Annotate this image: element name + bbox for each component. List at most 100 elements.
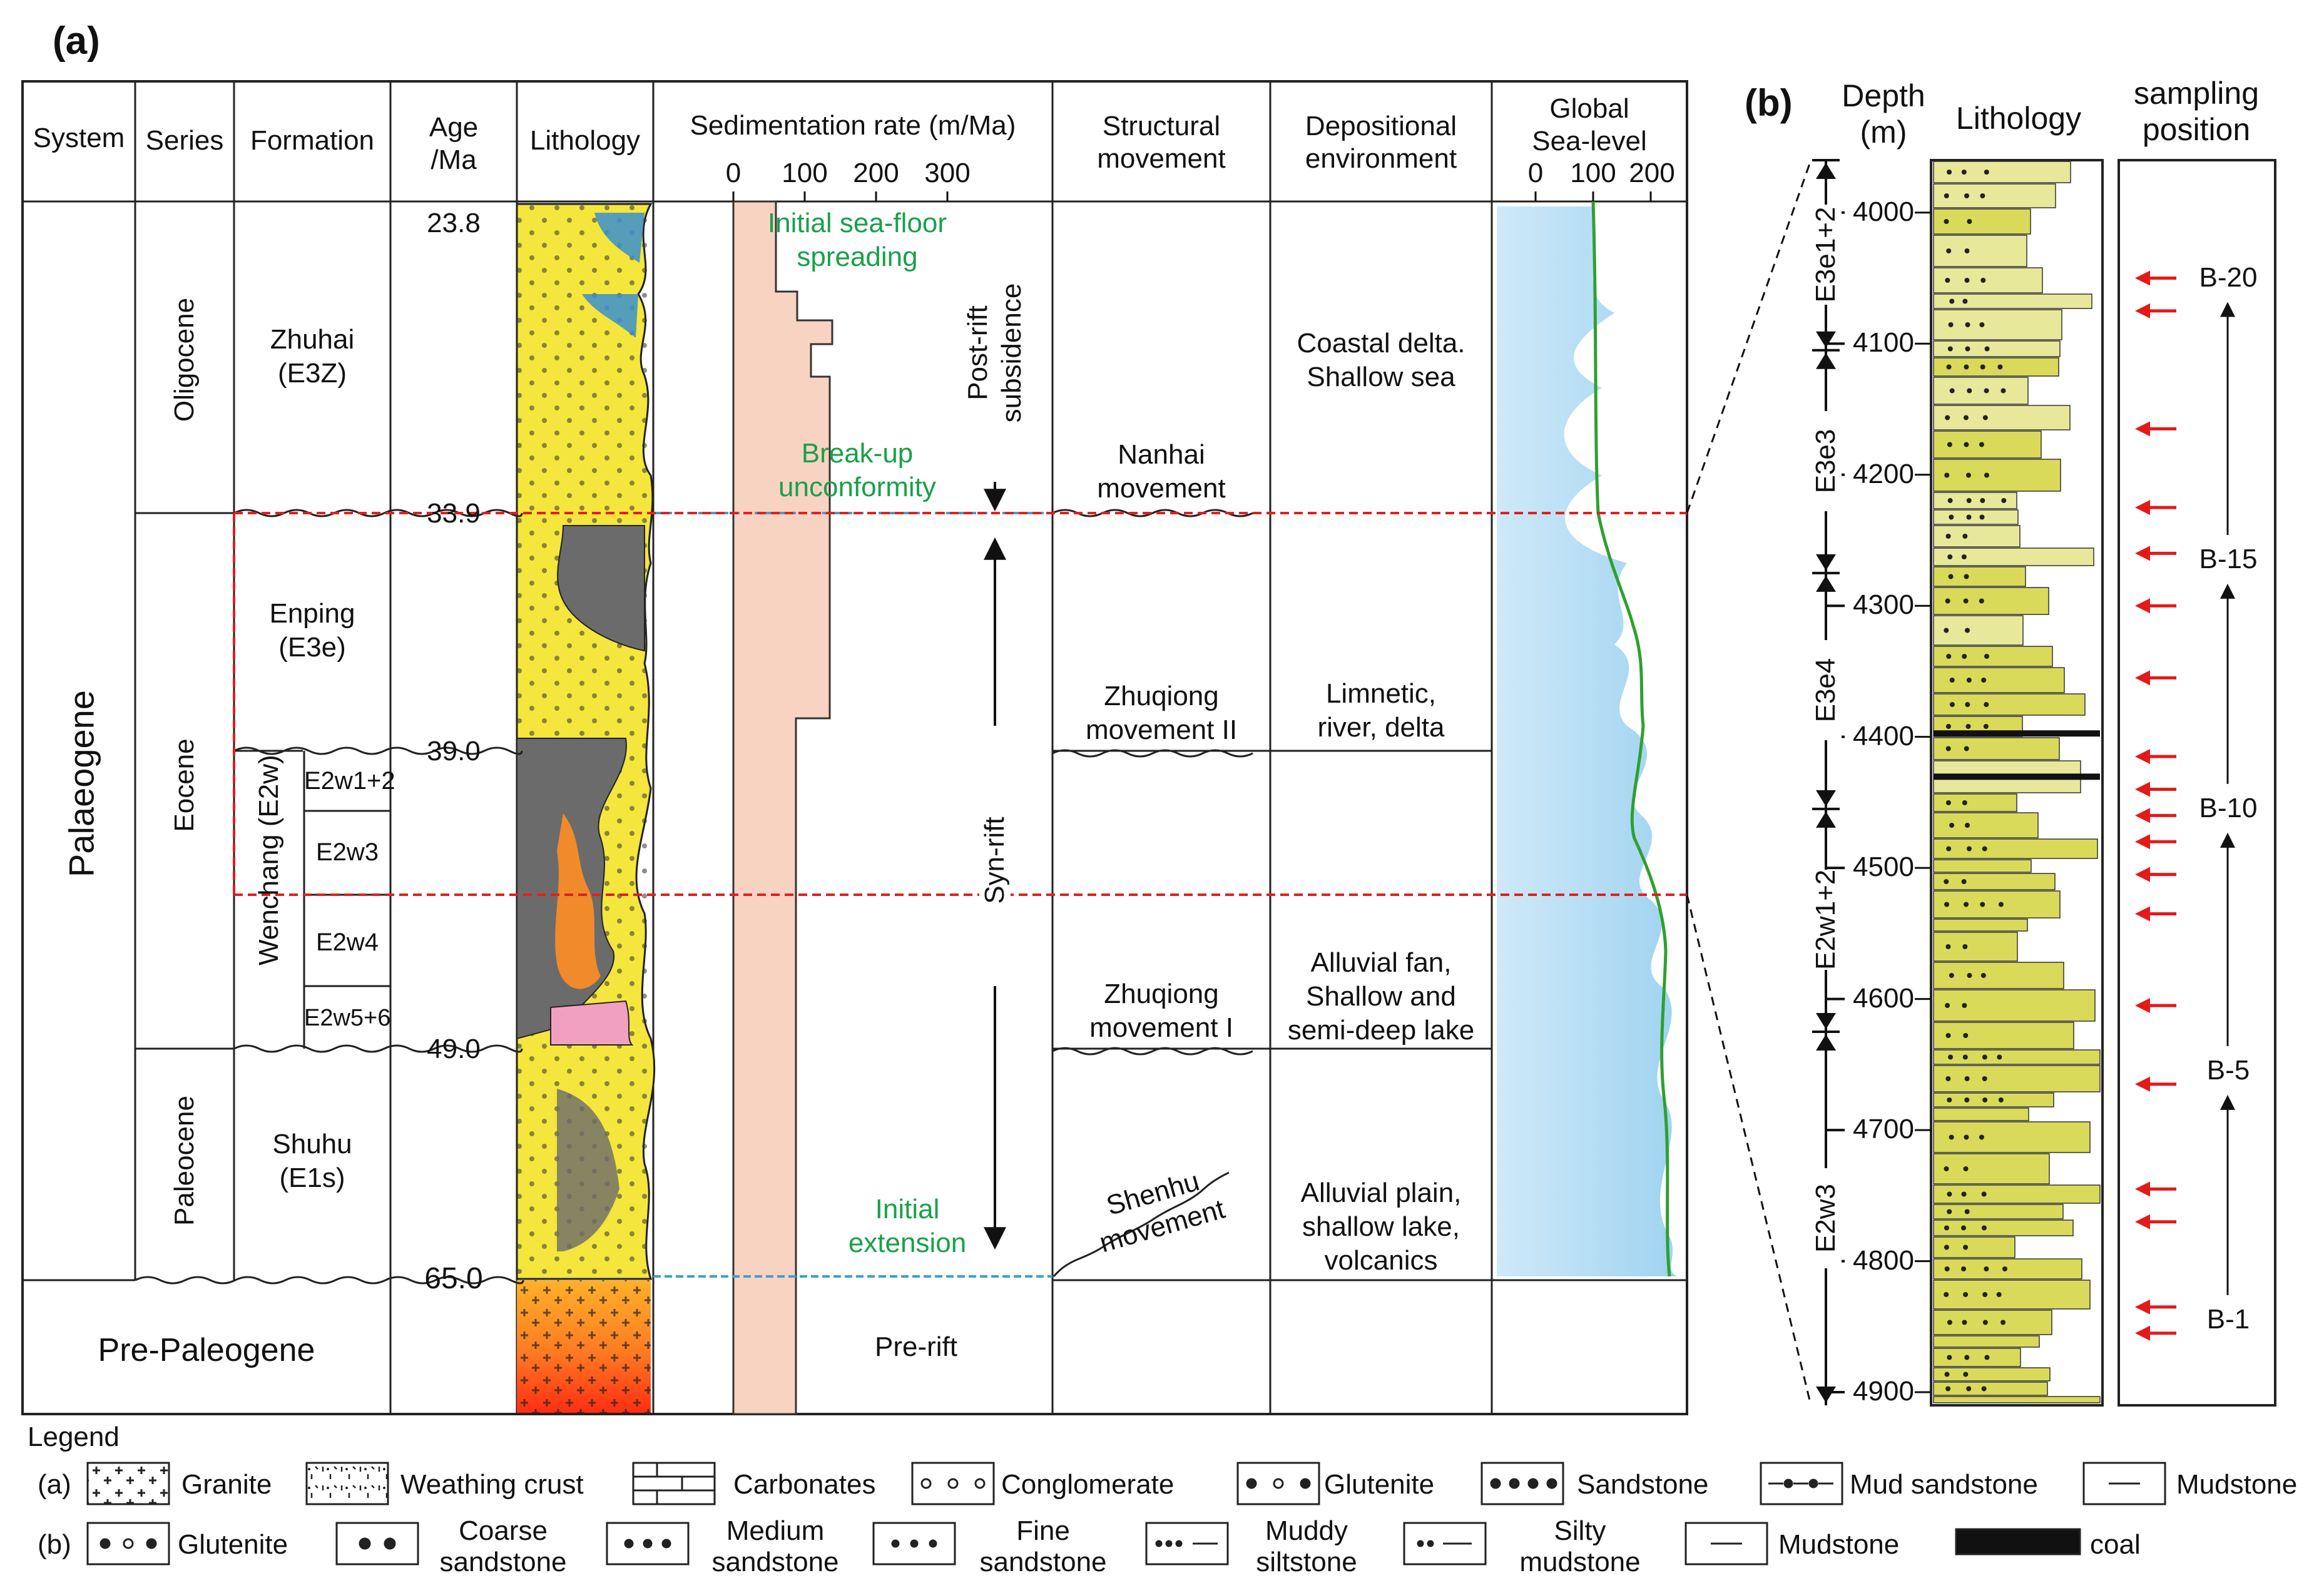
formation-enping: Enping(E3e) (269, 598, 355, 663)
core-grain (1966, 498, 1972, 503)
legend-mud-sandstone: Mud sandstone (1850, 1469, 2038, 1500)
sampling-column-frame (2118, 159, 2276, 1407)
core-grain (1963, 1372, 1969, 1377)
core-coal-band (1934, 773, 2100, 780)
core-band (1933, 1396, 2101, 1403)
environment-alluvial-plain: Alluvial plain,shallow lake,volcanics (1300, 1178, 1462, 1276)
core-grain (1964, 442, 1969, 447)
core-grain (1964, 902, 1969, 907)
core-grain (1945, 1076, 1951, 1081)
lithology-blue-lens (582, 213, 645, 338)
sample-label: B-10 (2199, 792, 2258, 823)
lithology-pink-lens (550, 1000, 634, 1046)
unit-arrow-head (1816, 163, 1836, 179)
legend-silty-mudstone: Silty mudstone (1519, 1515, 1641, 1577)
core-band (1933, 1219, 2074, 1236)
core-band (1933, 890, 2061, 919)
legend-sandstone: Sandstone (1577, 1469, 1709, 1500)
core-grain (1946, 654, 1952, 659)
sample-arrow-head (2135, 998, 2150, 1014)
sample-arrow-head (2135, 500, 2150, 516)
member-e2w3: E2w3 (315, 838, 379, 866)
unit-arrow-head (1816, 575, 1836, 592)
core-grain (1967, 219, 1972, 224)
core-grain (1963, 415, 1969, 420)
sample-arrow-head (2135, 1181, 2150, 1197)
core-grain (1962, 654, 1967, 659)
core-band (1933, 1107, 2029, 1121)
core-band (1933, 293, 2092, 309)
sample-arrow-head (2135, 421, 2150, 437)
series-oligocene: Oligocene (169, 297, 200, 422)
core-grain (1964, 248, 1970, 253)
core-grain (1980, 278, 1986, 283)
core-grain (1948, 1054, 1954, 1060)
legend-row-b-label: (b) (38, 1529, 71, 1560)
sedimentation-rate-area (732, 200, 833, 1415)
unit-label: E2w3 (1810, 1168, 1842, 1268)
member-e2w4: E2w4 (315, 929, 379, 956)
core-band (1933, 812, 2039, 838)
depth-label: 4500 (1853, 852, 1914, 883)
core-grain (1982, 1292, 1988, 1297)
panel-b-label: (b) (1745, 82, 1793, 124)
core-band (1933, 208, 2031, 235)
core-grain (1984, 702, 1989, 707)
core-grain (1984, 654, 1989, 659)
legend-carbonates: Carbonates (733, 1469, 876, 1500)
gsl-tick-100: 100 (1570, 158, 1616, 188)
core-grain (1944, 1166, 1949, 1171)
core-grain (1965, 724, 1971, 729)
core-grain (1961, 879, 1967, 884)
core-grain (1946, 364, 1952, 370)
core-grain (1964, 746, 1969, 751)
core-lithology-bands (1933, 161, 2101, 1403)
core-grain (1965, 702, 1970, 707)
series-paleocene: Paleocene (169, 1096, 200, 1226)
core-grain (1945, 1386, 1951, 1392)
core-grain (1979, 514, 1985, 520)
core-grain (1965, 346, 1970, 352)
core-grain (1982, 1054, 1987, 1060)
core-band (1933, 646, 2053, 667)
core-band (1933, 547, 2094, 566)
core-grain (1965, 322, 1970, 327)
core-grain (1944, 1372, 1950, 1377)
core-grain (1997, 364, 2003, 370)
core-grain (1963, 1033, 1969, 1038)
header-sed-rate: Sedimentation rate (m/Ma) (690, 110, 1016, 141)
core-grain (1979, 598, 1984, 604)
core-grain (2000, 388, 2006, 394)
core-grain (1944, 1266, 1950, 1271)
age-33-9: 33.9 (427, 498, 481, 529)
age-39-0: 39.0 (427, 736, 481, 766)
sample-arrow-head (2135, 598, 2150, 614)
lithology-mud-upper (557, 525, 645, 652)
depth-label: 4900 (1853, 1376, 1914, 1407)
sample-sequence-head (2220, 583, 2235, 599)
event-synrift: Syn-rift (979, 804, 1011, 917)
core-grain (1944, 1292, 1949, 1297)
sed-tick-100: 100 (782, 158, 828, 188)
sample-arrow-head (2135, 546, 2150, 561)
core-grain (1944, 1245, 1949, 1250)
core-band (1933, 1184, 2101, 1204)
core-grain (1961, 1266, 1967, 1271)
formation-shuhu: Shuhu(E1s) (272, 1129, 352, 1193)
legend-glutenite-b: Glutenite (178, 1529, 288, 1560)
core-band (1933, 377, 2029, 405)
core-grain (2002, 1266, 2007, 1271)
core-grain (1946, 248, 1952, 253)
core-grain (1982, 1076, 1987, 1081)
core-band (1933, 1310, 2052, 1335)
core-grain (1981, 1225, 1987, 1231)
depth-label: 4400 (1853, 720, 1914, 751)
core-grain (2001, 498, 2007, 503)
core-grain (1997, 1054, 2002, 1060)
event-prerift: Pre-rift (875, 1331, 957, 1362)
